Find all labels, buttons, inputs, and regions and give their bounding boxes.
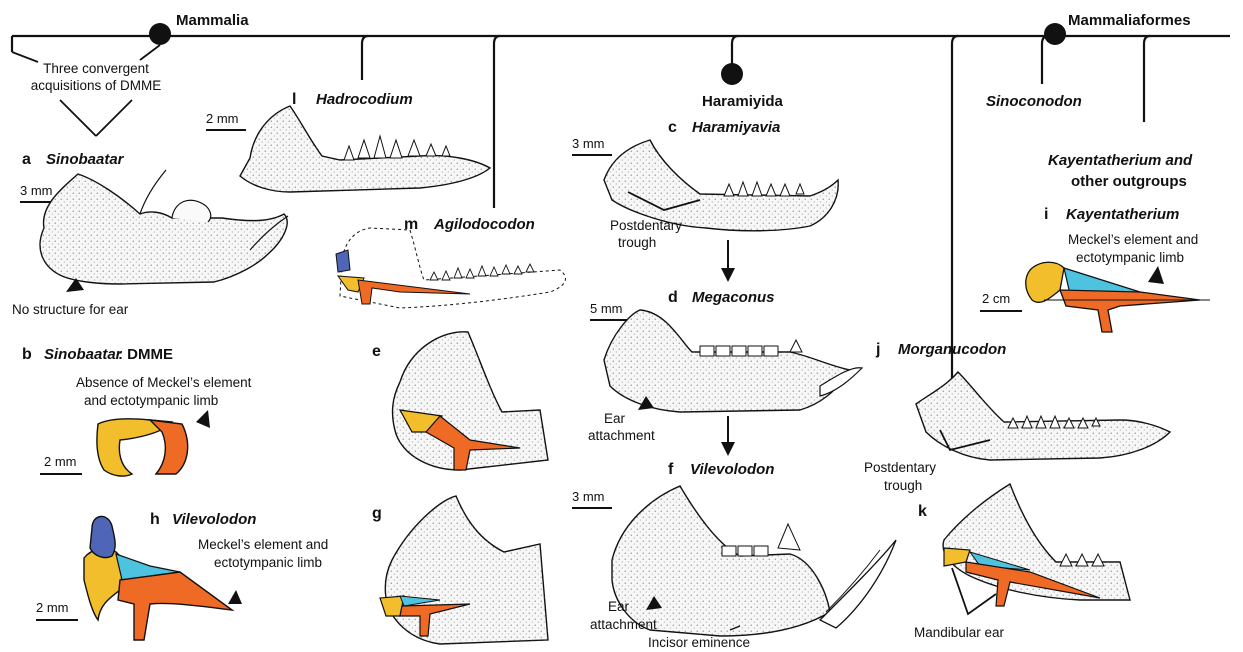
convergent-label-2: acquisitions of DMME [31, 78, 162, 93]
mammalia-label: Mammalia [176, 12, 249, 29]
panel-m-taxon: Agilodocodon [433, 216, 535, 233]
panel-l-scale: 2 mm [206, 111, 239, 126]
panel-h-scale: 2 mm [36, 600, 69, 615]
panel-k: k Mandibular ear [914, 484, 1130, 640]
panel-letter-k: k [918, 503, 927, 520]
panel-h-note-1: Meckel’s element and [198, 537, 328, 552]
vilevolodon-ear-blue [90, 516, 115, 557]
panel-h-note-2: ectotympanic limb [214, 555, 322, 570]
panel-j-note-2: trough [884, 478, 922, 493]
kayentatherium-outgroups-label-1: Kayentatherium and [1048, 152, 1193, 169]
panel-letter-l: l [292, 91, 296, 108]
panel-letter-h: h [150, 511, 160, 528]
panel-f: f Vilevolodon 3 mm Ear attachment Inciso… [572, 461, 896, 650]
panel-g: g [372, 496, 548, 644]
panel-letter-a: a [22, 151, 31, 168]
panel-h-taxon: Vilevolodon [172, 511, 256, 528]
panel-i: i Kayentatherium Meckel’s element and ec… [980, 206, 1210, 332]
evolution-arrow-2 [721, 416, 735, 456]
panel-d-note-2: attachment [588, 428, 655, 443]
panel-j: j Morganucodon Postdentary trough [864, 341, 1170, 493]
haramiyida-label: Haramiyida [702, 93, 784, 110]
panel-b-suffix: : DMME [118, 346, 173, 363]
panel-letter-f: f [668, 461, 674, 478]
panel-b: b Sinobaatar : DMME Absence of Meckel’s … [22, 346, 252, 476]
panel-d-note-1: Ear [604, 411, 626, 426]
panel-j-taxon: Morganucodon [898, 341, 1006, 358]
panel-i-taxon: Kayentatherium [1066, 206, 1179, 223]
panel-letter-b: b [22, 346, 32, 363]
panel-a-scale: 3 mm [20, 183, 53, 198]
vilevolodon-ear-orange [118, 572, 232, 640]
panel-e: e [372, 332, 548, 470]
panel-c-note-2: trough [618, 235, 656, 250]
evolution-arrow-1 [721, 240, 735, 282]
kayentatherium-ear-yellow [1026, 262, 1064, 302]
mammalia-node [149, 23, 171, 45]
sinoconodon-label: Sinoconodon [986, 93, 1082, 110]
panel-letter-e: e [372, 343, 381, 360]
panel-a-note: No structure for ear [12, 302, 129, 317]
kayentatherium-outgroups-label-2: other outgroups [1071, 173, 1187, 190]
panel-f-scale: 3 mm [572, 489, 605, 504]
kayentatherium-ear-orange [1060, 290, 1200, 332]
panel-m: m Agilodocodon [336, 216, 565, 308]
haramiyida-node [721, 63, 743, 85]
panel-letter-i: i [1044, 206, 1048, 223]
panel-b-note-2: and ectotympanic limb [84, 393, 218, 408]
panel-b-taxon: Sinobaatar [44, 346, 123, 363]
panel-f-note-2: attachment [590, 617, 657, 632]
panel-f-taxon: Vilevolodon [690, 461, 774, 478]
panel-c-scale: 3 mm [572, 136, 605, 151]
panel-i-scale: 2 cm [982, 291, 1010, 306]
panel-letter-d: d [668, 289, 678, 306]
panel-i-note-2: ectotympanic limb [1076, 250, 1184, 265]
panel-k-note: Mandibular ear [914, 625, 1005, 640]
panel-letter-j: j [875, 341, 880, 358]
panel-i-note-1: Meckel’s element and [1068, 232, 1198, 247]
agilodocodon-ear-blue [336, 250, 350, 272]
panel-h: h Vilevolodon Meckel’s element and ectot… [36, 511, 328, 640]
panel-j-note-1: Postdentary [864, 460, 936, 475]
panel-c-taxon: Haramiyavia [692, 119, 780, 136]
mammaliaformes-label: Mammaliaformes [1068, 12, 1191, 29]
panel-d-scale: 5 mm [590, 301, 623, 316]
mammaliaformes-node [1044, 23, 1066, 45]
panel-f-note-1: Ear [608, 599, 630, 614]
panel-f-note-3: Incisor eminence [648, 635, 750, 650]
panel-letter-c: c [668, 119, 677, 136]
panel-l-taxon: Hadrocodium [316, 91, 413, 108]
panel-d: d Megaconus 5 mm Ear attachment [588, 289, 862, 443]
panel-b-scale: 2 mm [44, 454, 77, 469]
panel-c-note-1: Postdentary [610, 218, 682, 233]
panel-letter-g: g [372, 505, 382, 522]
panel-d-taxon: Megaconus [692, 289, 775, 306]
panel-a-taxon: Sinobaatar [46, 151, 125, 168]
panel-c: c Haramiyavia 3 mm Postdentary trough [572, 119, 838, 250]
convergent-label-1: Three convergent [43, 61, 149, 76]
panel-b-note-1: Absence of Meckel’s element [76, 375, 252, 390]
panel-l: l Hadrocodium 2 mm [206, 91, 490, 192]
